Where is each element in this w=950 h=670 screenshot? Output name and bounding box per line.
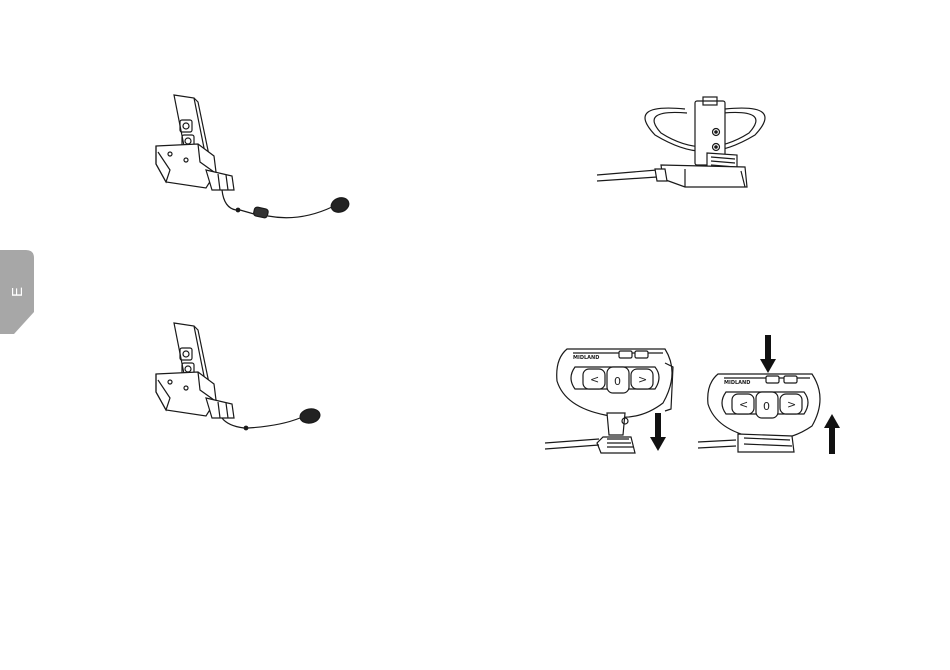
boom-microphone-base-illustration	[150, 90, 360, 225]
helmet-clip-illustration	[595, 95, 785, 195]
svg-text:MIDLAND: MIDLAND	[724, 380, 750, 386]
svg-text:>: >	[787, 398, 796, 411]
chapter-tab-label: E	[5, 277, 29, 307]
up-arrow-icon	[824, 414, 840, 454]
svg-text:<: <	[590, 373, 599, 386]
chapter-tab: E	[0, 250, 34, 334]
svg-text:>: >	[638, 373, 647, 386]
down-arrow-icon	[760, 335, 776, 375]
flush-microphone-base-illustration	[150, 320, 330, 440]
svg-text:<: <	[739, 398, 748, 411]
svg-text:0: 0	[614, 375, 621, 388]
device-slide-on-illustration: MIDLAND < 0 >	[698, 370, 828, 465]
down-arrow-icon	[650, 413, 666, 453]
svg-text:0: 0	[763, 400, 770, 413]
svg-text:MIDLAND: MIDLAND	[573, 355, 599, 361]
